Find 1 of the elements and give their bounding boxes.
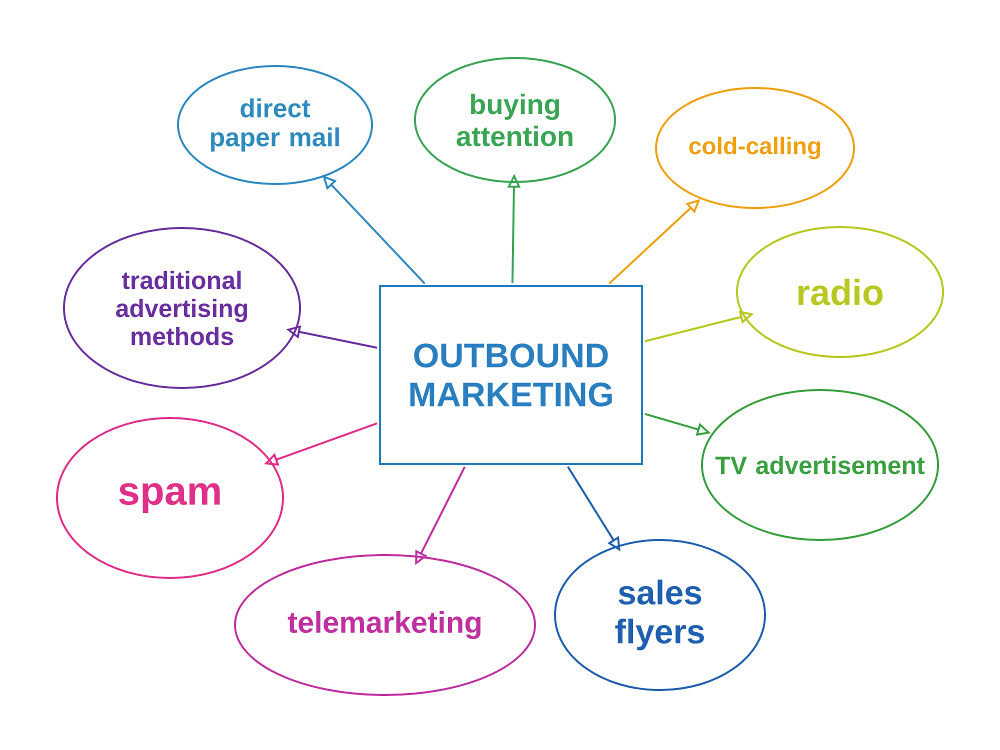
title-box: OUTBOUND MARKETING <box>379 285 643 465</box>
